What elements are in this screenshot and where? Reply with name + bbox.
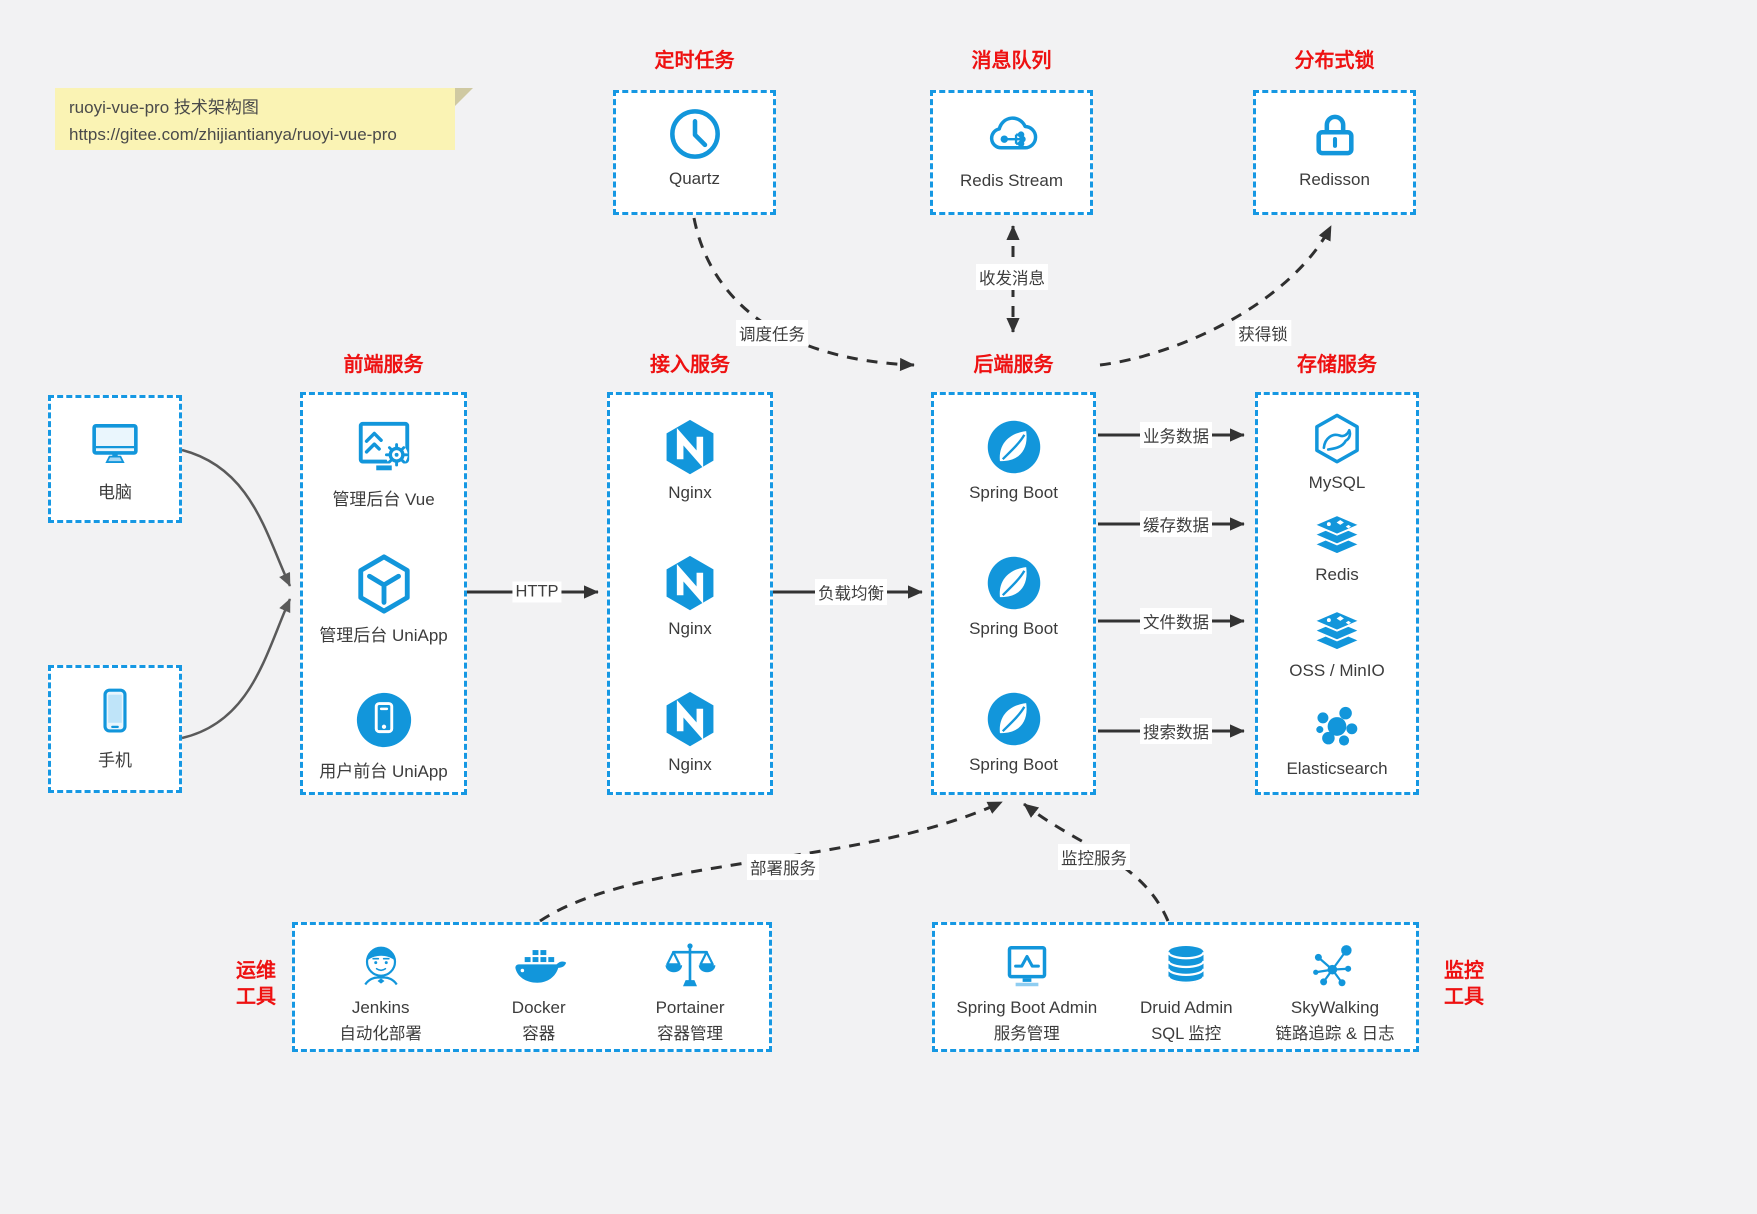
node-docker: Docker 容器 (511, 939, 567, 1044)
node-skywalking: SkyWalking 链路追踪 & 日志 (1275, 939, 1395, 1044)
node-quartz: Quartz (613, 90, 776, 215)
edge-label-file-data: 文件数据 (1140, 608, 1212, 634)
nginx-icon (660, 417, 720, 477)
node-label: MySQL (1308, 473, 1366, 492)
admin-monitor-icon (1007, 946, 1047, 988)
edge-acquire-lock (1099, 225, 1333, 367)
node-label: Docker (511, 998, 566, 1017)
node-redisson: Redisson (1253, 90, 1416, 215)
title-note: ruoyi-vue-pro 技术架构图 https://gitee.com/zh… (55, 88, 473, 150)
scales-icon (664, 942, 717, 988)
edge-label-load-balance: 负载均衡 (815, 579, 887, 605)
edge-label-schedule-task: 调度任务 (736, 320, 808, 346)
node-label: 用户前台 UniApp (319, 762, 448, 781)
database-icon (1167, 944, 1205, 985)
message-cloud-icon (989, 116, 1037, 150)
node-label: Redis Stream (960, 171, 1063, 190)
nginx-icon (660, 553, 720, 613)
node-jenkins: Jenkins 自动化部署 (339, 939, 422, 1044)
spring-boot-icon (986, 555, 1041, 611)
column-frontend: 管理后台 Vue 管理后台 UniApp 用户前台 UniApp (300, 392, 467, 795)
edge-label-monitor-service: 监控服务 (1058, 844, 1130, 870)
node-mobile-client: 手机 (48, 665, 182, 793)
edge-clients-to-frontend (181, 448, 292, 740)
docker-whale-icon (514, 948, 567, 984)
group-title-message-queue: 消息队列 (971, 50, 1052, 72)
lock-icon (1306, 106, 1364, 164)
node-label: 电脑 (98, 483, 132, 502)
edge-label-search-data: 搜索数据 (1140, 718, 1212, 744)
node-label: Spring Boot (969, 755, 1058, 774)
admin-vue-icon (358, 421, 410, 473)
node-label: OSS / MinIO (1289, 661, 1385, 680)
group-title-monitor-tools: 监控 工具 (1444, 960, 1484, 1008)
edge-label-send-receive-message: 收发消息 (976, 264, 1048, 290)
spring-boot-icon (986, 691, 1041, 747)
node-label: Nginx (668, 483, 712, 502)
mobile-icon (103, 688, 127, 733)
note-title: ruoyi-vue-pro 技术架构图 (69, 98, 259, 117)
user-app-icon (354, 691, 413, 749)
group-title-storage: 存储服务 (1297, 354, 1377, 376)
node-redis-stream: Redis Stream (930, 90, 1093, 215)
node-label: Jenkins (351, 998, 410, 1017)
box-monitor-tools: Spring Boot Admin 服务管理 Druid Admin SQL 监… (932, 922, 1419, 1052)
node-sublabel: 容器 (522, 1025, 556, 1043)
node-label: 手机 (98, 751, 132, 770)
node-sublabel: 服务管理 (993, 1025, 1060, 1043)
node-label: Druid Admin (1140, 998, 1233, 1017)
group-title-scheduled-jobs: 定时任务 (654, 50, 735, 72)
skywalking-icon (1312, 944, 1353, 988)
node-label: Spring Boot Admin (956, 998, 1098, 1017)
node-spring-boot-admin: Spring Boot Admin 服务管理 (956, 939, 1097, 1044)
node-label: SkyWalking (1290, 998, 1380, 1017)
storage-layers-icon (1313, 610, 1361, 652)
note-fold-corner (455, 88, 473, 106)
node-label: Nginx (668, 755, 712, 774)
node-desktop-client: 电脑 (48, 395, 182, 523)
column-gateway: Nginx Nginx Nginx (607, 392, 773, 795)
node-portainer: Portainer 容器管理 (656, 939, 725, 1044)
spring-boot-icon (986, 419, 1041, 475)
node-sublabel: 容器管理 (657, 1025, 724, 1043)
node-sublabel: 自动化部署 (339, 1025, 422, 1043)
jenkins-icon (363, 946, 398, 986)
group-title-backend: 后端服务 (973, 354, 1054, 376)
node-label: Quartz (668, 169, 721, 188)
node-label: Portainer (655, 998, 725, 1017)
node-label: Spring Boot (969, 619, 1058, 638)
edge-label-deploy-service: 部署服务 (747, 854, 819, 880)
node-label: Spring Boot (969, 483, 1058, 502)
edge-label-cache-data: 缓存数据 (1140, 511, 1212, 537)
edge-label-business-data: 业务数据 (1140, 422, 1212, 448)
uniapp-cube-icon (353, 553, 415, 615)
node-label: 管理后台 Vue (332, 490, 435, 509)
node-druid-admin: Druid Admin SQL 监控 (1140, 939, 1233, 1044)
box-ops-tools: Jenkins 自动化部署 Docker 容器 Portainer 容器管理 (292, 922, 772, 1052)
node-label: Redis (1315, 565, 1359, 584)
node-sublabel: 链路追踪 & 日志 (1275, 1025, 1395, 1043)
node-label: Elasticsearch (1286, 759, 1388, 778)
node-label: Nginx (668, 619, 712, 638)
edge-label-http: HTTP (512, 581, 562, 603)
group-title-gateway: 接入服务 (650, 354, 730, 376)
mysql-icon (1315, 413, 1359, 464)
column-storage: MySQL Redis OSS / MinIO Elasticsearch (1255, 392, 1419, 795)
nginx-icon (660, 689, 720, 749)
group-title-ops-tools: 运维 工具 (236, 960, 276, 1008)
node-label: 管理后台 UniApp (319, 626, 448, 645)
node-sublabel: SQL 监控 (1151, 1025, 1222, 1043)
clock-icon (666, 105, 724, 163)
desktop-icon (92, 423, 138, 464)
edge-label-acquire-lock: 获得锁 (1235, 320, 1291, 346)
group-title-frontend: 前端服务 (343, 354, 424, 376)
column-backend: Spring Boot Spring Boot Spring Boot (931, 392, 1096, 795)
node-label: Redisson (1299, 170, 1370, 189)
group-title-distributed-lock: 分布式锁 (1294, 50, 1375, 72)
elasticsearch-icon (1316, 706, 1358, 746)
redis-layers-icon (1313, 514, 1361, 556)
note-url: https://gitee.com/zhijiantianya/ruoyi-vu… (69, 125, 397, 145)
